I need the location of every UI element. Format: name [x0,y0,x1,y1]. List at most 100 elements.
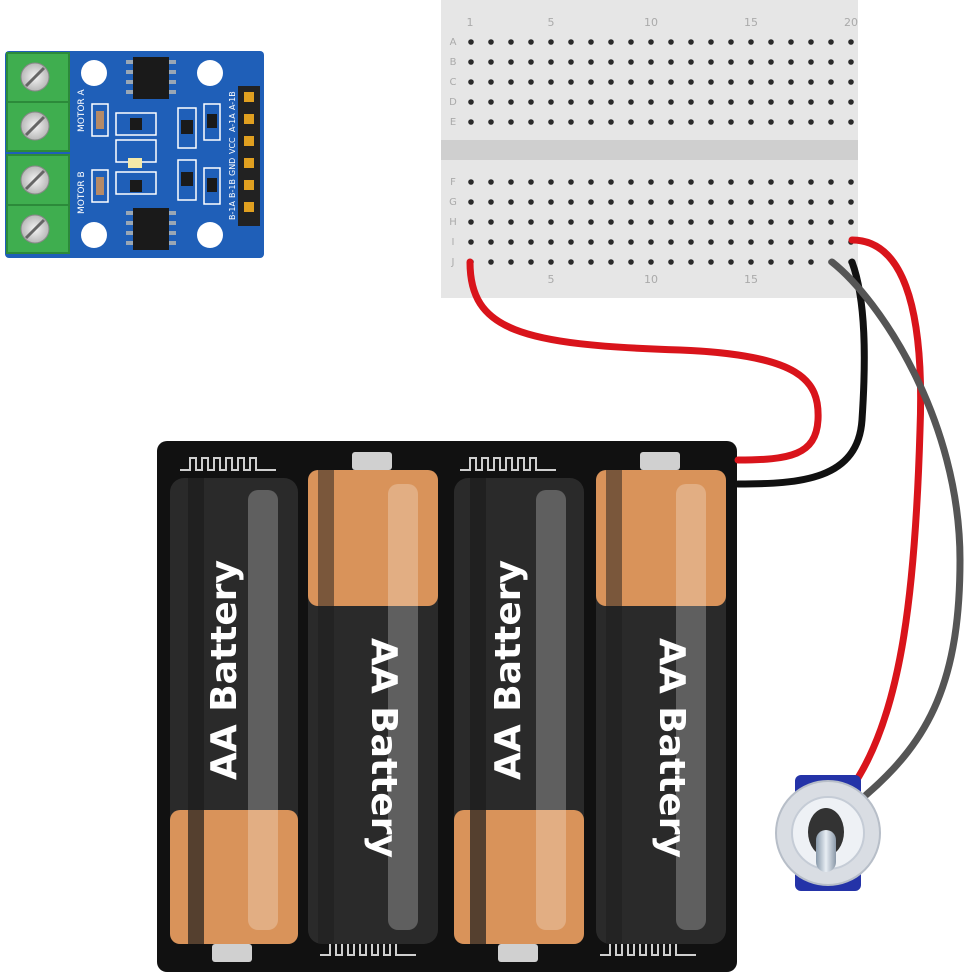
row-letter: A [450,37,457,48]
breadboard-hole [728,99,734,105]
breadboard-hole [828,39,834,45]
breadboard-hole [668,199,674,205]
breadboard-hole [648,59,654,65]
breadboard-hole [788,39,794,45]
breadboard-hole [688,59,694,65]
breadboard-hole [528,39,534,45]
breadboard-hole [488,39,494,45]
breadboard-hole [748,79,754,85]
breadboard-hole [648,79,654,85]
breadboard-hole [728,219,734,225]
breadboard-hole [548,199,554,205]
breadboard-hole [648,199,654,205]
breadboard-hole [608,39,614,45]
breadboard-hole [708,239,714,245]
breadboard-hole [708,219,714,225]
breadboard-hole [548,59,554,65]
breadboard-hole [848,219,854,225]
aa-battery-4: AA Battery [596,470,726,944]
resistor [96,177,104,195]
breadboard-hole [728,39,734,45]
breadboard-hole [668,179,674,185]
row-letter: C [450,77,457,88]
breadboard-hole [848,99,854,105]
driver-ic-bottom [126,208,176,250]
breadboard-hole [508,199,514,205]
breadboard-hole [508,39,514,45]
breadboard-hole [768,239,774,245]
battery-holder: AA Battery AA Battery AA Battery AA Batt… [157,441,737,972]
breadboard-hole [808,219,814,225]
column-number: 1 [467,16,474,29]
breadboard-hole [608,99,614,105]
breadboard-hole [808,239,814,245]
breadboard-hole [748,239,754,245]
black-wire-battery-to-breadboard [734,258,868,488]
breadboard-hole [828,179,834,185]
breadboard-hole [768,219,774,225]
toggle-switch[interactable] [775,775,881,891]
row-letter: F [450,177,456,188]
mounting-hole [81,60,107,86]
switch-lever-icon[interactable] [816,830,836,872]
breadboard-hole [468,119,474,125]
breadboard-hole [588,199,594,205]
driver-ic-top [126,57,176,99]
breadboard-hole [548,219,554,225]
wires [466,236,964,799]
breadboard-hole [488,59,494,65]
battery-label: AA Battery [651,638,692,858]
breadboard-hole [568,219,574,225]
battery-label: AA Battery [363,638,404,858]
battery-label: AA Battery [204,560,245,780]
row-letter: H [449,217,457,228]
column-number: 10 [644,16,658,29]
breadboard-hole [848,179,854,185]
breadboard-hole [788,99,794,105]
breadboard-hole [588,179,594,185]
breadboard-hole [568,59,574,65]
row-letter: E [450,117,456,128]
breadboard-hole [468,79,474,85]
breadboard-hole [808,179,814,185]
breadboard-hole [788,219,794,225]
breadboard-hole [588,59,594,65]
pin-label: B-1A [228,201,237,220]
breadboard-hole [788,79,794,85]
breadboard-divider [441,140,858,160]
breadboard-hole [528,219,534,225]
breadboard-hole [668,219,674,225]
breadboard-hole [508,179,514,185]
breadboard-hole [628,199,634,205]
breadboard-hole [688,39,694,45]
breadboard-hole [528,119,534,125]
breadboard-hole [688,219,694,225]
breadboard-hole [708,99,714,105]
breadboard-hole [688,79,694,85]
breadboard-hole [668,39,674,45]
breadboard-hole [728,199,734,205]
breadboard-hole [788,259,794,265]
breadboard-hole [688,119,694,125]
row-letter: G [449,197,457,208]
breadboard-hole [628,239,634,245]
breadboard-hole [668,59,674,65]
aa-battery-2: AA Battery [308,470,438,944]
breadboard-hole [748,259,754,265]
breadboard-hole [808,99,814,105]
breadboard-hole [728,179,734,185]
breadboard-hole [828,219,834,225]
breadboard-hole [468,39,474,45]
breadboard-hole [708,59,714,65]
breadboard-hole [628,219,634,225]
breadboard-hole [688,99,694,105]
breadboard-hole [648,39,654,45]
breadboard-hole [768,39,774,45]
breadboard-hole [628,59,634,65]
pin-label: A-1B [228,91,237,110]
breadboard-hole [768,59,774,65]
breadboard-hole [628,259,634,265]
breadboard-hole [748,199,754,205]
